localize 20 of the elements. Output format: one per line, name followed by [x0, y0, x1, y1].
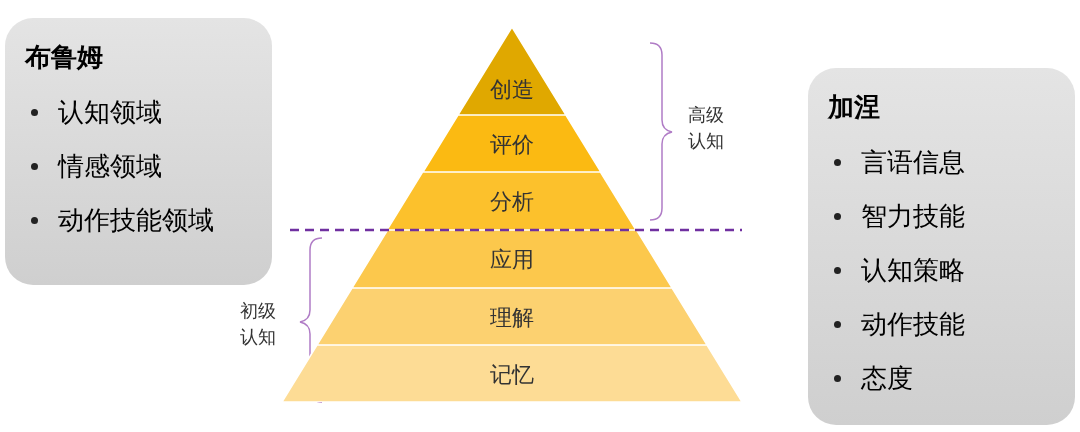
- bracket-label: 高级认知: [688, 103, 725, 153]
- list-item: 智力技能: [861, 199, 965, 233]
- list-item: 情感领域: [58, 149, 162, 183]
- layer-label: 应用: [490, 246, 534, 274]
- list-item: 言语信息: [861, 145, 965, 179]
- list-item: 动作技能: [861, 307, 965, 341]
- list-card: [5, 18, 272, 285]
- list-item: 认知领域: [58, 95, 162, 129]
- layer-label: 理解: [490, 303, 534, 332]
- list-item: 态度: [861, 361, 913, 395]
- layer-label: 分析: [490, 188, 534, 216]
- bracket-label: 初级认知: [240, 299, 277, 349]
- layer-label: 记忆: [490, 360, 534, 389]
- layer-label: 评价: [490, 130, 534, 159]
- layer-label: 创造: [490, 76, 534, 104]
- list-item: 认知策略: [861, 253, 965, 287]
- list-card: [808, 68, 1075, 425]
- list-heading: 加涅: [828, 91, 880, 124]
- list-item: 动作技能领域: [58, 203, 214, 237]
- list-heading: 布鲁姆: [25, 41, 103, 74]
